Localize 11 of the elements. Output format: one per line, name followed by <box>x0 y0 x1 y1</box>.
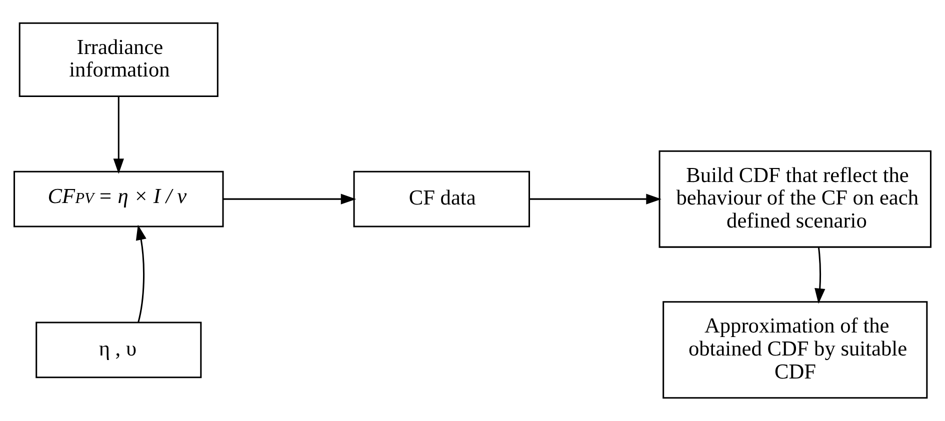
arrow <box>113 96 124 174</box>
arrow <box>223 194 356 204</box>
node-box: CF data <box>353 170 530 228</box>
arrow <box>529 194 662 204</box>
node-box: η , υ <box>36 322 202 378</box>
node-box: CFPV = η × I / ν <box>14 170 224 228</box>
arrow <box>136 224 146 322</box>
arrow <box>814 247 826 304</box>
node-box: Approximation of the obtained CDF by suitable CDF <box>662 301 928 399</box>
node-box: Build CDF that reflect the behaviour of the CF on each defined scenario <box>658 150 932 248</box>
node-box: Irradiance information <box>18 22 218 97</box>
